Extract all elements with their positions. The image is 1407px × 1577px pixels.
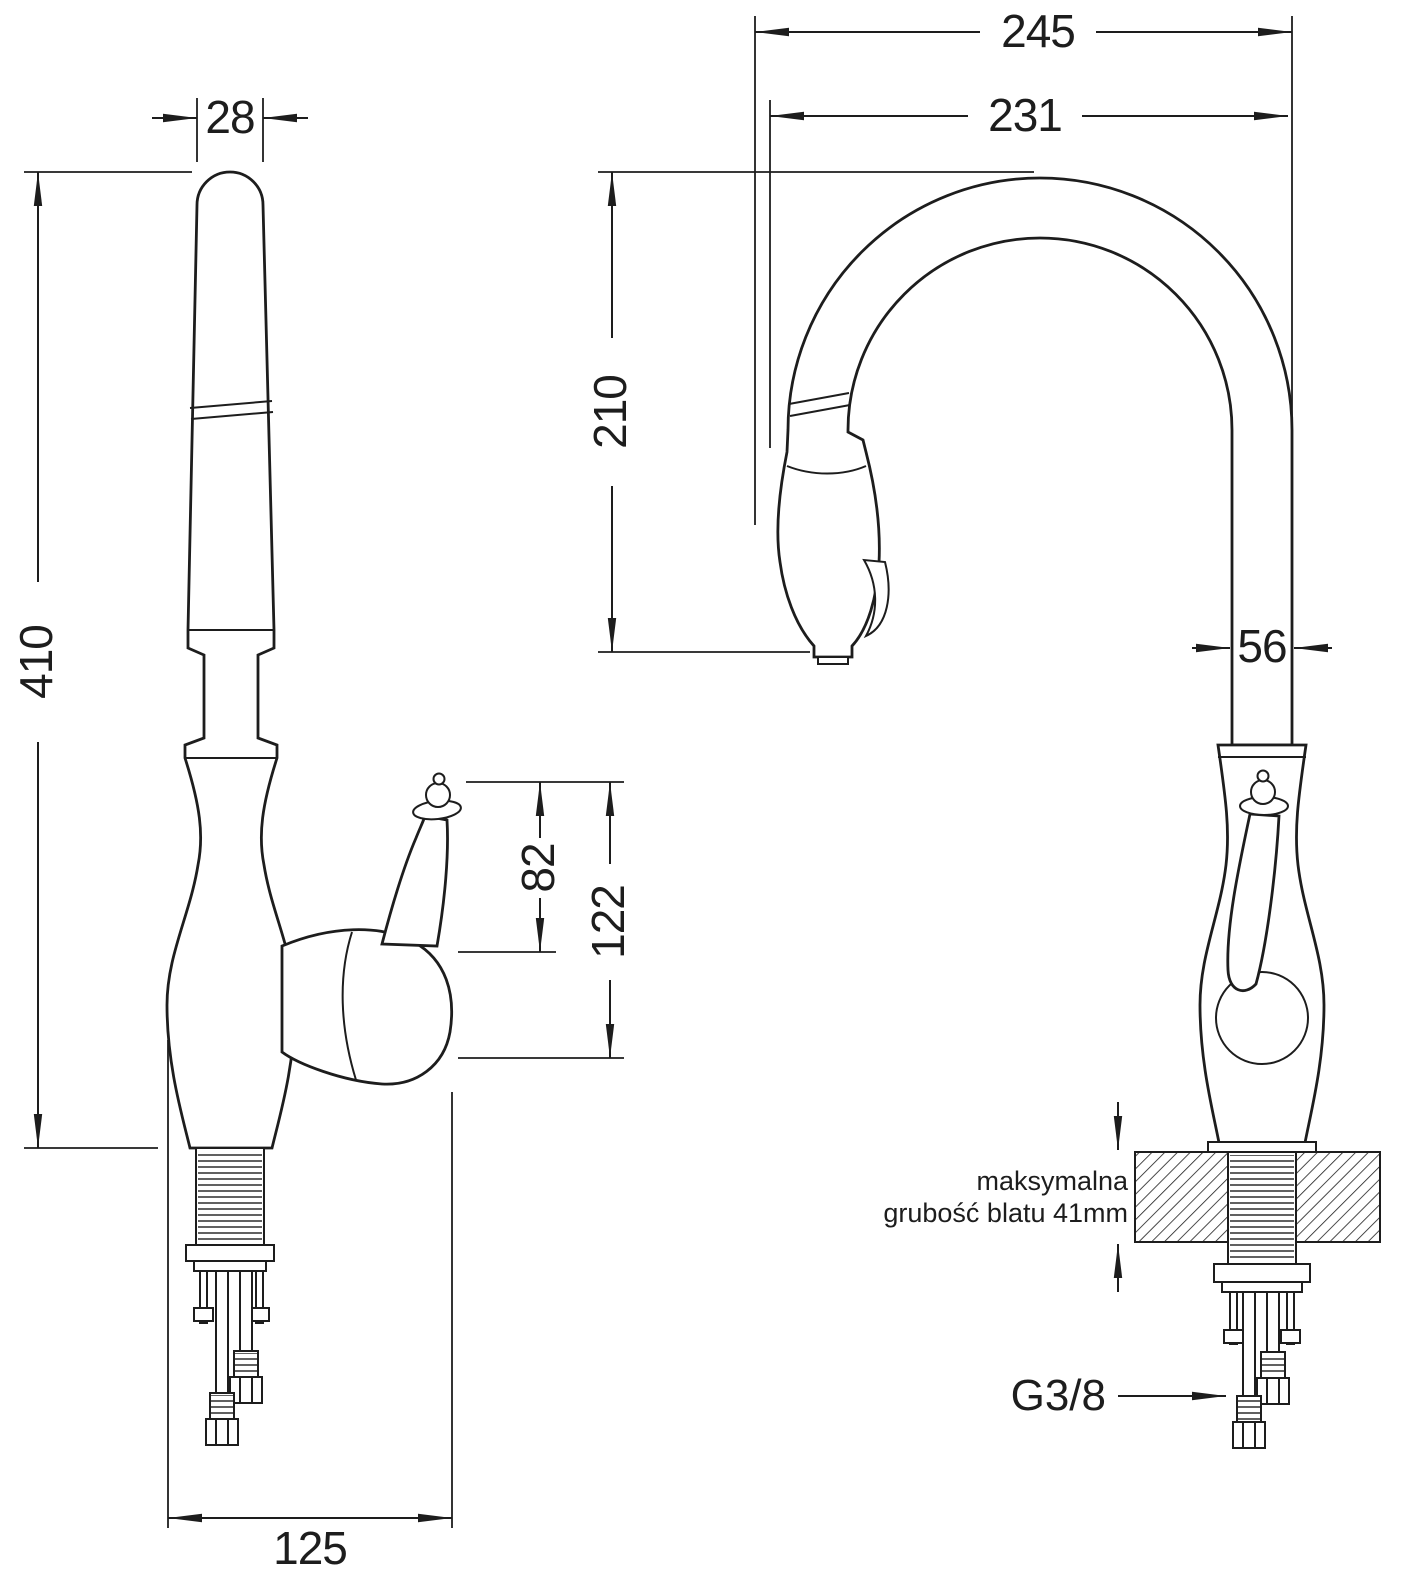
handle-dome bbox=[280, 928, 454, 1086]
dim-122-label: 122 bbox=[582, 885, 634, 959]
supply-hoses bbox=[205, 1270, 263, 1446]
dimension-82: 82 bbox=[458, 781, 624, 953]
thread-size-label: G3/8 bbox=[1011, 1371, 1106, 1420]
side-handle-knob bbox=[1250, 779, 1276, 805]
dim-231-label: 231 bbox=[988, 89, 1062, 141]
dimension-125: 125 bbox=[167, 1040, 453, 1574]
dimension-245: 245 bbox=[754, 5, 1293, 525]
dim-245-label: 245 bbox=[1001, 5, 1075, 57]
counter-note-line2: grubość blatu 41mm bbox=[883, 1198, 1128, 1228]
countertop-thickness-note: maksymalna grubość blatu 41mm bbox=[883, 1102, 1129, 1292]
side-supply-hoses bbox=[1232, 1291, 1290, 1449]
dim-28-label: 28 bbox=[205, 91, 254, 143]
gooseneck-spout bbox=[776, 176, 1294, 747]
dimension-28: 28 bbox=[152, 91, 308, 162]
mounting-shank bbox=[185, 1147, 275, 1272]
counter-note-line1: maksymalna bbox=[976, 1166, 1129, 1196]
handle-dome-seam bbox=[341, 931, 357, 1081]
side-handle-knob-tip bbox=[1256, 769, 1270, 783]
side-handle-lever bbox=[1226, 812, 1281, 993]
spray-head-details bbox=[786, 392, 890, 665]
spout-seam-lines bbox=[185, 400, 277, 759]
side-mounting-shank bbox=[1213, 1151, 1311, 1293]
dimension-122: 122 bbox=[458, 782, 634, 1059]
side-mounting-studs bbox=[1223, 1291, 1301, 1345]
faucet-body-outline bbox=[165, 170, 297, 1150]
handle-lever bbox=[380, 814, 449, 948]
dim-210-label: 210 bbox=[584, 375, 636, 449]
dim-125-label: 125 bbox=[273, 1522, 347, 1574]
dim-56-label: 56 bbox=[1237, 620, 1286, 672]
base-flange bbox=[1207, 1141, 1317, 1153]
dim-82-label: 82 bbox=[512, 843, 564, 892]
dim-410-label: 410 bbox=[10, 625, 62, 699]
mounting-studs bbox=[193, 1270, 270, 1324]
dimension-210: 210 bbox=[584, 171, 1034, 653]
handle-knob bbox=[425, 782, 451, 808]
thread-size-callout: G3/8 bbox=[1011, 1371, 1226, 1420]
side-valve-cap bbox=[1215, 971, 1309, 1065]
dimension-410: 410 bbox=[10, 171, 192, 1149]
dimension-56: 56 bbox=[1192, 620, 1332, 672]
handle-knob-tip bbox=[432, 772, 446, 786]
right-view-faucet: 245 231 210 56 maksymalna gru bbox=[584, 5, 1381, 1449]
left-view-faucet: 28 410 82 122 125 bbox=[10, 91, 634, 1574]
countertop-section bbox=[1134, 1151, 1381, 1243]
dimension-231: 231 bbox=[769, 89, 1288, 448]
aerator-tip bbox=[817, 656, 849, 665]
